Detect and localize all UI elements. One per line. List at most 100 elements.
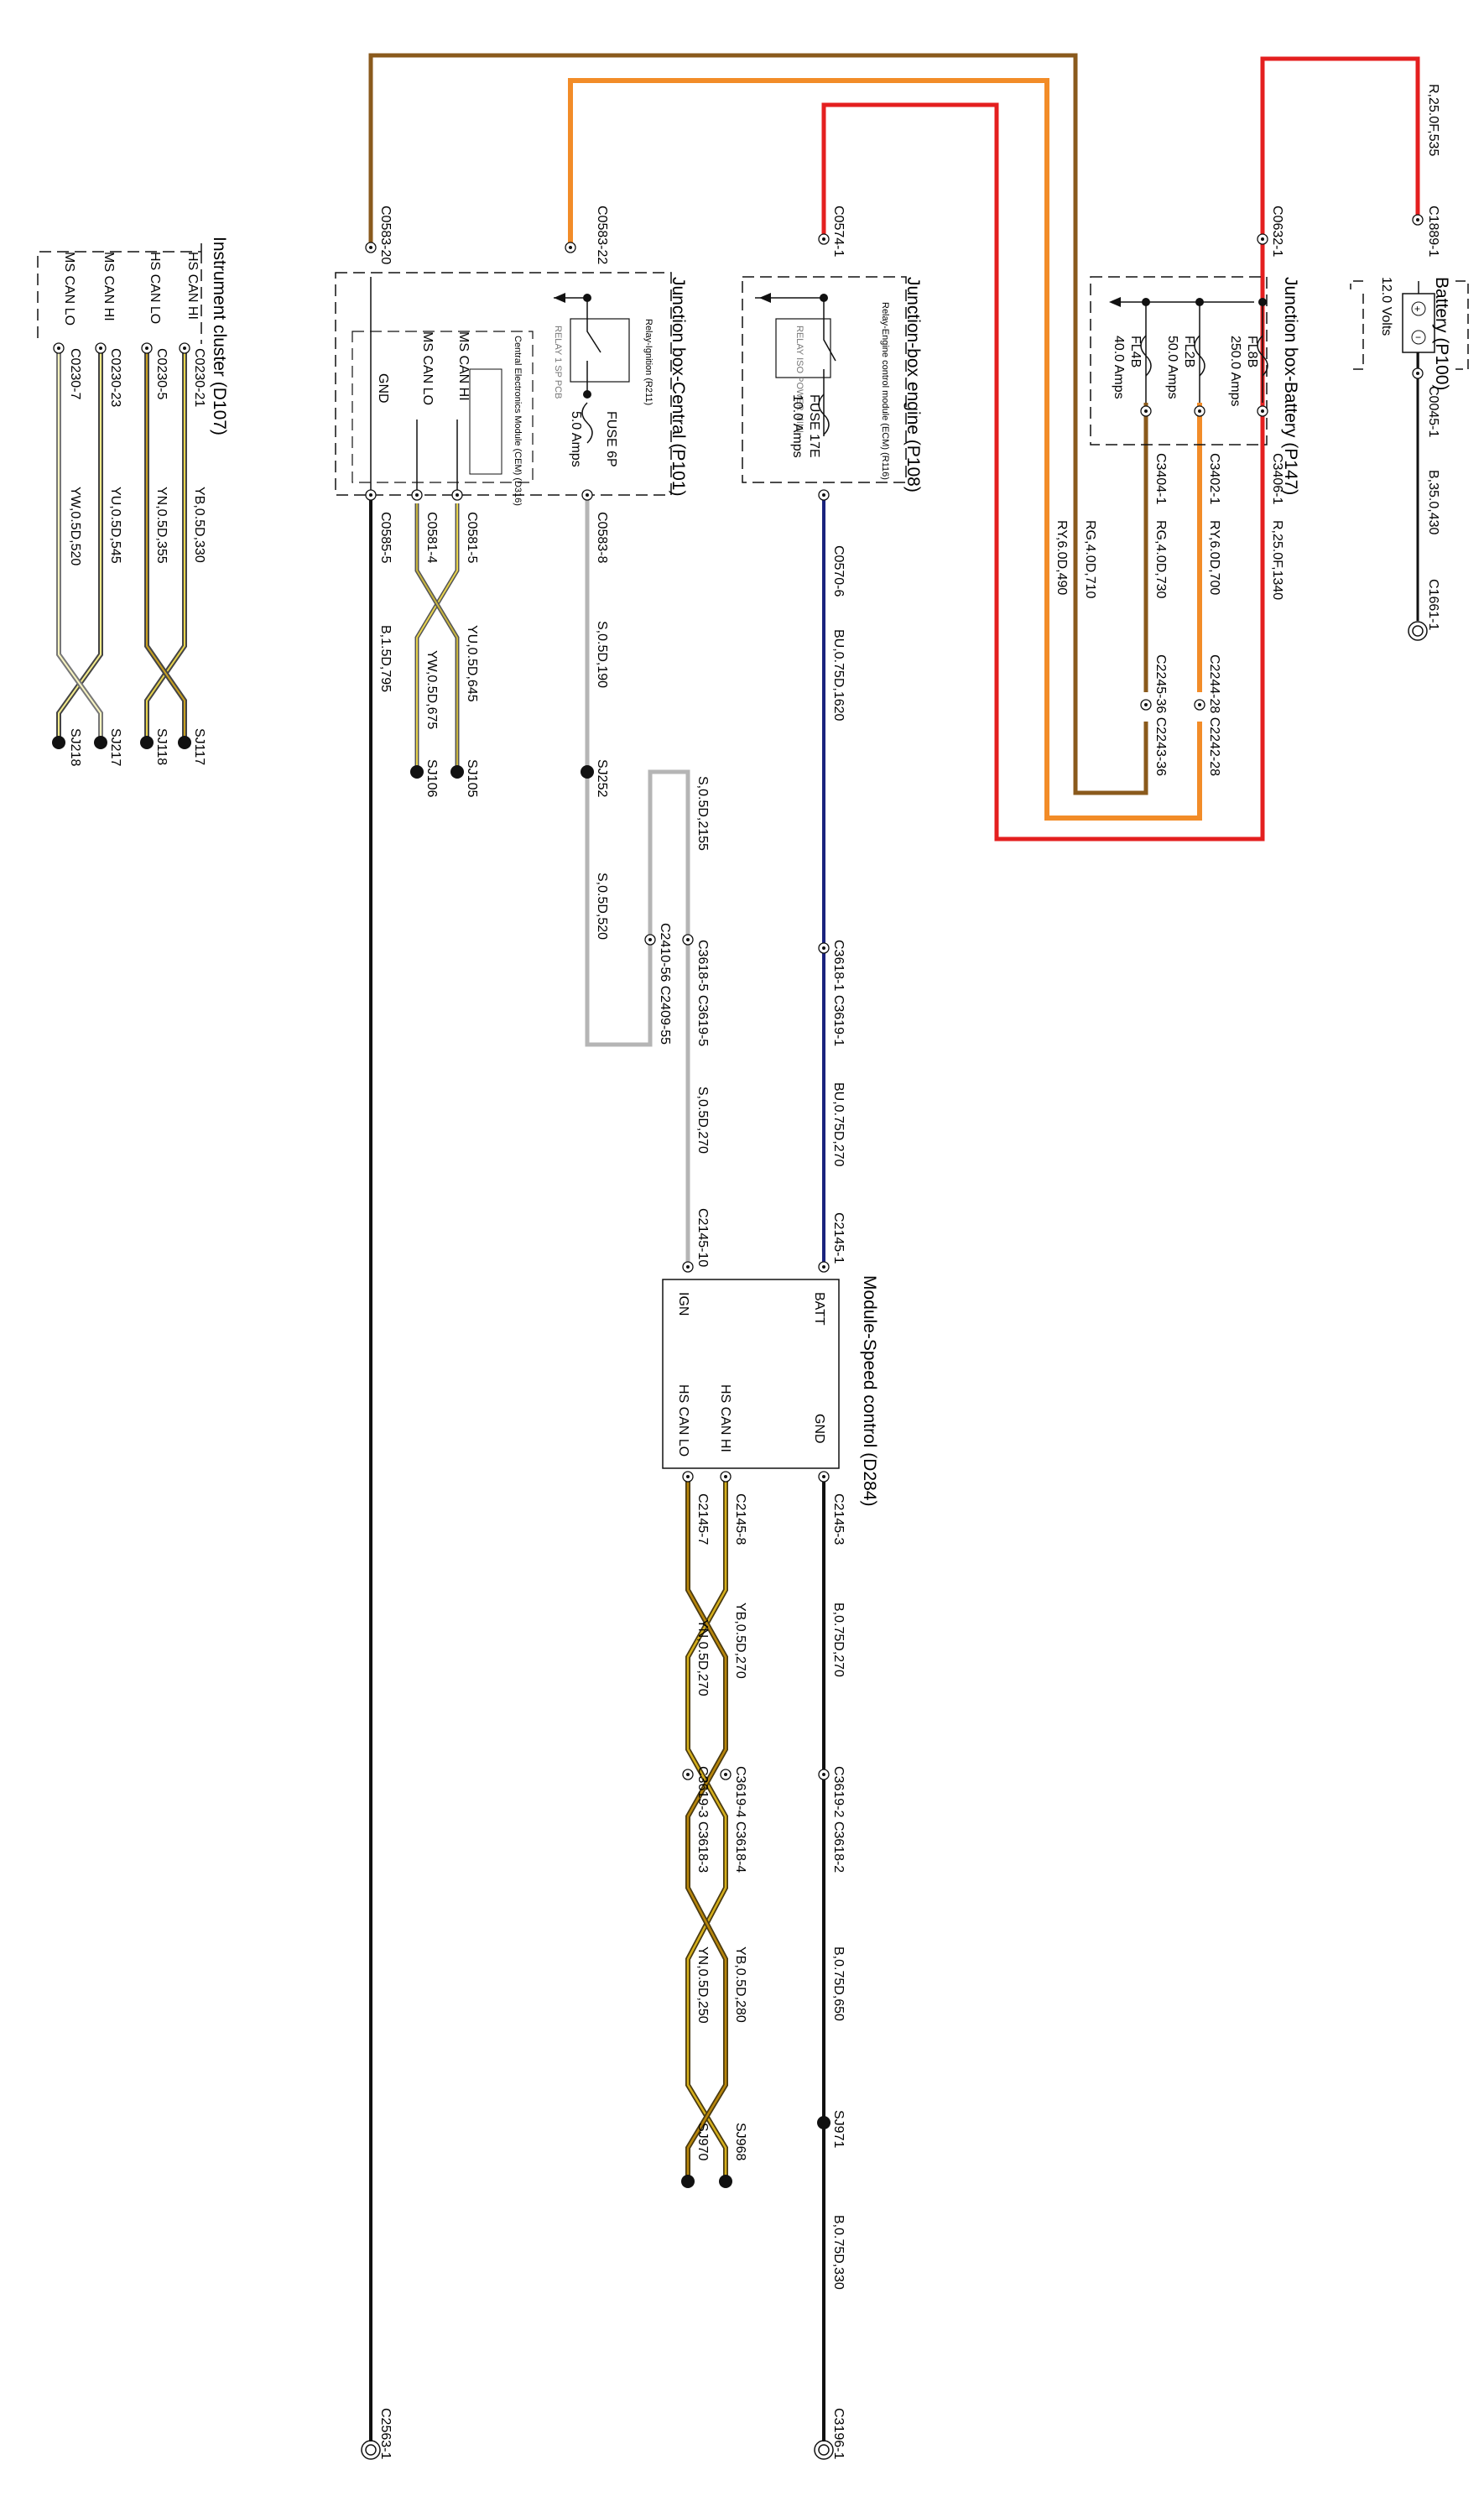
jb-engine-title: Junction-box engine (P108): [903, 277, 923, 492]
connector-ring: [818, 489, 830, 501]
connector-ring: [365, 489, 377, 501]
wire-r25-535: [821, 56, 1420, 842]
wl-yw-675: YW,0.5D,675: [424, 650, 439, 729]
wl-b075-330: B,0.75D,330: [831, 2215, 846, 2290]
wl-r25-1340: R,25.0F,1340: [1270, 520, 1284, 600]
fuse-6p-rating: 5.0 Amps: [569, 411, 583, 467]
splice-dot: [52, 736, 65, 749]
central-relay-label: Relay-Ignition (R211): [643, 319, 653, 405]
junction-box-battery-p147: FL8B 250.0 Amps FL2B 50.0 Amps FL4B 40.0…: [1090, 276, 1300, 495]
central-pin-gnd: GND: [376, 373, 390, 404]
battery-title: Battery (P100): [1432, 277, 1451, 390]
lbl-sj970: SJ970: [695, 2123, 710, 2160]
wl-yb-330: YB,0.5D,330: [192, 487, 206, 563]
connector-ring: [682, 934, 694, 946]
wl-yb-270: YB,0.5D,270: [733, 1602, 747, 1679]
wire-labels: R,25.0F,535 B,35.0,430 R,25.0F,1340 RY,6…: [68, 84, 1440, 2290]
lbl-c2244: C2244-28 C2242-28: [1207, 654, 1221, 776]
central-pin-ms-can-hi: MS CAN HI: [456, 331, 471, 401]
lbl-c3402-1: C3402-1: [1207, 453, 1221, 504]
speed-pin-ign: IGN: [676, 1292, 690, 1316]
svg-text:−: −: [1415, 331, 1421, 343]
wl-b075-270: B,0.75D,270: [831, 1602, 846, 1677]
instr-pin-hs-can-lo: HS CAN LO: [148, 252, 162, 324]
instr-pin-ms-can-hi: MS CAN HI: [102, 252, 116, 321]
lbl-c0230-5: C0230-5: [154, 348, 169, 399]
lbl-sj106: SJ106: [424, 759, 439, 797]
instr-pin-ms-can-lo: MS CAN LO: [62, 252, 76, 326]
connector-ring: [720, 1471, 732, 1483]
wl-s-270: S,0.5D,270: [695, 1087, 710, 1154]
battery-voltage: 12.0 Volts: [1379, 277, 1393, 336]
fuse-fl4b-rating: 40.0 Amps: [1112, 336, 1126, 399]
twisted-pair-ms-can-instrument: [56, 352, 103, 743]
lbl-c0581-4: C0581-4: [424, 512, 439, 563]
lbl-c3619-4: C3619-4 C3618-4: [733, 1766, 747, 1873]
lbl-c0230-21: C0230-21: [192, 348, 206, 407]
wl-bu-1620: BU,0.75D,1620: [831, 629, 846, 722]
connector-ring: [565, 242, 576, 253]
wl-rg4-730: RG,4.0D,730: [1153, 520, 1168, 598]
lbl-c0230-23: C0230-23: [108, 348, 122, 407]
instrument-cluster-d107: Instrument cluster (D107) HS CAN HI HS C…: [37, 237, 229, 435]
lbl-sj105: SJ105: [465, 759, 479, 797]
lbl-c3619-2: C3619-2 C3618-2: [831, 1766, 846, 1873]
lbl-c1661-1: C1661-1: [1426, 579, 1440, 630]
lbl-c2410: C2410-56 C2409-55: [658, 923, 672, 1045]
engine-relay-label: Relay-Engine control module (ECM) (R116): [880, 302, 890, 480]
wl-ry6-700: RY,6.0D,700: [1207, 520, 1221, 595]
connector-ring: [1194, 405, 1205, 417]
connector-ring: [1412, 367, 1424, 379]
splice-dot: [178, 736, 191, 749]
fuse-fl2b-name: FL2B: [1182, 336, 1196, 367]
splice-dot: [94, 736, 107, 749]
connector-ring: [179, 342, 190, 354]
lbl-c2563-1: C2563-1: [378, 2408, 393, 2459]
lbl-c2145-8: C2145-8: [733, 1493, 747, 1545]
connector-ring: [720, 1769, 732, 1780]
jb-battery-title: Junction box-Battery (P147): [1281, 277, 1300, 495]
connector-ring: [644, 934, 656, 946]
connector-symbols: [52, 214, 1428, 2460]
lbl-sj252: SJ252: [595, 759, 609, 797]
lbl-c3618-1: C3618-1 C3619-1: [831, 940, 846, 1046]
wl-ry6-490: RY,6.0D,490: [1054, 520, 1069, 595]
ground-icon: [814, 2440, 834, 2460]
connector-ring: [95, 342, 107, 354]
lbl-sj117: SJ117: [192, 728, 206, 765]
wl-s-2155: S,0.5D,2155: [695, 776, 710, 851]
wl-b15-795: B,1.5D,795: [378, 625, 393, 692]
fuse-6p-name: FUSE 6P: [604, 411, 618, 467]
splice-dot: [817, 2116, 831, 2129]
connector-ring: [365, 242, 377, 253]
twisted-pair-hs-can-instrument: [144, 352, 187, 743]
wl-rg4-710: RG,4.0D,710: [1083, 520, 1097, 598]
wl-yb-280: YB,0.5D,280: [733, 1946, 747, 2023]
wire-rg4-710: [368, 53, 1148, 795]
lbl-c0583-8: C0583-8: [595, 512, 609, 563]
splice-dot: [450, 765, 464, 779]
connector-ring: [1140, 405, 1152, 417]
wl-r25-535: R,25.0F,535: [1426, 84, 1440, 156]
wl-bu-270: BU,0.75D,270: [831, 1082, 846, 1167]
instr-pin-hs-can-hi: HS CAN HI: [185, 252, 200, 320]
splice-dot: [681, 2175, 695, 2188]
wl-yn-355: YN,0.5D,355: [154, 487, 169, 564]
connector-ring: [682, 1471, 694, 1483]
junction-box-engine-p108: Relay-Engine control module (ECM) (R116)…: [742, 276, 923, 492]
connector-ring: [682, 1769, 694, 1780]
lbl-c3619-3: C3619-3 C3618-3: [695, 1766, 710, 1873]
lbl-c3406-1: C3406-1: [1270, 453, 1284, 504]
lbl-sj118: SJ118: [154, 728, 169, 765]
speed-module-title: Module-Speed control (D284): [860, 1275, 879, 1506]
splice-dot: [581, 765, 594, 779]
speed-pin-gnd: GND: [812, 1414, 826, 1444]
connector-ring: [818, 1471, 830, 1483]
fuse-17e-name: FUSE 17E: [807, 394, 821, 458]
central-pin-ms-can-lo: MS CAN LO: [420, 331, 435, 405]
lbl-sj968: SJ968: [733, 2123, 747, 2160]
connector-ring: [1412, 214, 1424, 226]
connector-labels: C1889-1 C0045-1 C1661-1 C0632-1 C3406-1 …: [68, 206, 1440, 2459]
central-relay-sub: RELAY 1 SP PCB: [553, 326, 563, 399]
